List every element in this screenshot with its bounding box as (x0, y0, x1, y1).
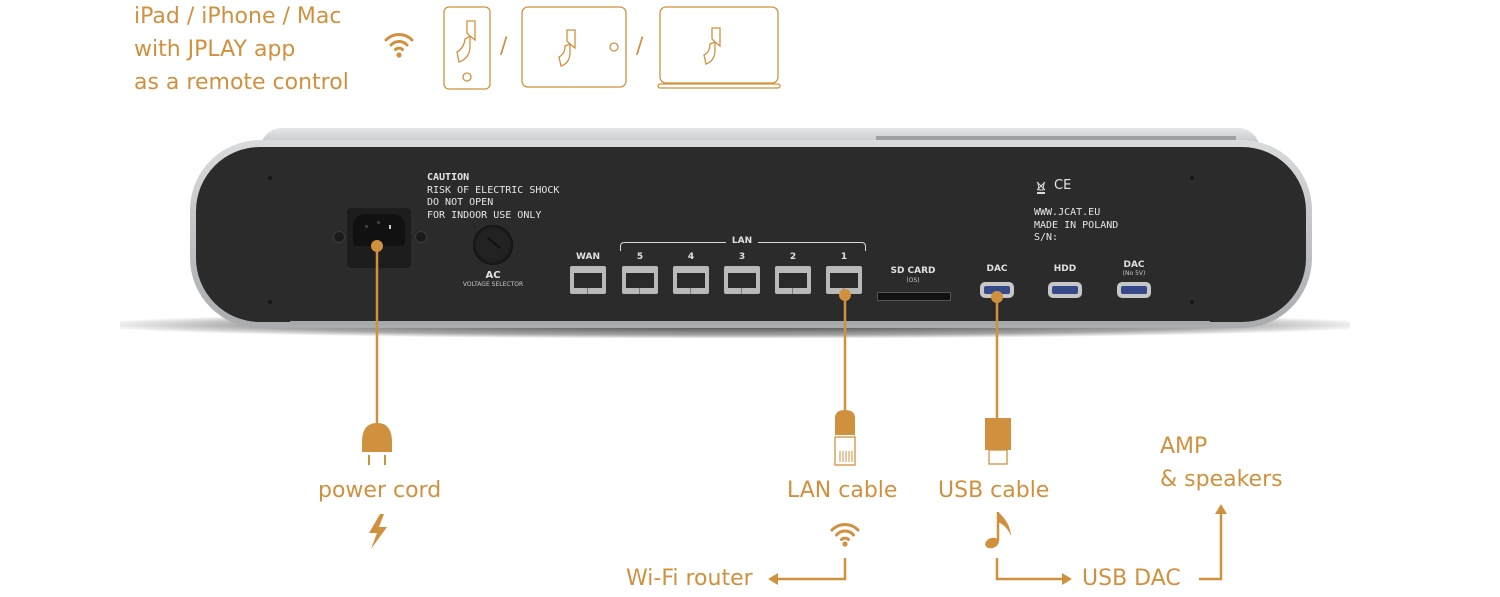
lan-cable-label: LAN cable (787, 478, 898, 503)
arrow-to-usb-dac (995, 558, 1072, 585)
screw-hole (1190, 176, 1194, 180)
lan-group-label: LAN (726, 236, 758, 246)
usb-sub-no5v: (No 5V) (1122, 270, 1146, 277)
laptop-icon (657, 6, 781, 89)
caution-line: FOR INDOOR USE ONLY (427, 209, 542, 221)
remote-line-1: iPad / iPhone / Mac (134, 4, 342, 29)
serial-number-label: S/N: (1034, 232, 1059, 243)
usb-port-dac-no5v[interactable] (1117, 282, 1151, 298)
screw (333, 231, 345, 243)
usb-dac-label: USB DAC (1082, 566, 1181, 591)
caution-text: CAUTION RISK OF ELECTRIC SHOCK DO NOT OP… (427, 172, 559, 222)
wifi-router-label: Wi-Fi router (626, 566, 753, 591)
power-inlet[interactable] (347, 208, 411, 268)
website-text: WWW.JCAT.EU (1034, 207, 1101, 218)
amp-speakers-label: AMP & speakers (1160, 430, 1283, 496)
lan-plug-icon (834, 410, 856, 466)
remote-line-3: as a remote control (134, 70, 349, 95)
caution-line: DO NOT OPEN (427, 197, 494, 208)
voltage-selector-label: VOLTAGE SELECTOR (462, 281, 524, 288)
screw (415, 231, 427, 243)
power-cord-label: power cord (318, 478, 442, 503)
arrow-to-amp (1199, 504, 1227, 581)
lan-port-2[interactable] (775, 266, 811, 294)
arrow-to-router (768, 558, 847, 585)
port-label-lan2: 2 (789, 252, 797, 262)
wifi-icon (384, 33, 414, 58)
remote-line-2: with JPLAY app (134, 37, 296, 62)
weee-icon (1035, 180, 1047, 194)
music-note-icon (985, 512, 1011, 549)
wan-port[interactable] (570, 266, 606, 294)
lightning-icon (369, 514, 387, 549)
device-separator: / (500, 34, 508, 59)
usb-label-dac: DAC (986, 264, 1008, 274)
device-separator: / (636, 34, 644, 59)
usb-port-dac[interactable] (980, 282, 1014, 298)
lan-port-3[interactable] (724, 266, 760, 294)
amp-line-1: AMP (1160, 434, 1208, 459)
caution-line: RISK OF ELECTRIC SHOCK (427, 184, 560, 196)
caution-title: CAUTION (427, 172, 470, 183)
sd-card-slot[interactable] (877, 292, 951, 301)
port-label-wan: WAN (575, 252, 601, 262)
device-info: WWW.JCAT.EU MADE IN POLAND S/N: (1034, 207, 1118, 245)
power-plug-icon (362, 423, 392, 465)
amp-line-2: & speakers (1160, 467, 1283, 492)
ce-mark: CE (1054, 178, 1072, 193)
screw-hole (1190, 300, 1194, 304)
wifi-icon (830, 523, 860, 547)
remote-description: iPad / iPhone / Mac with JPLAY app as a … (134, 0, 349, 99)
usb-label-hdd: HDD (1053, 264, 1077, 274)
sd-card-sub: (OS) (906, 277, 920, 284)
port-label-lan4: 4 (687, 252, 695, 262)
lan-port-5[interactable] (622, 266, 658, 294)
voltage-selector-knob[interactable] (473, 225, 513, 265)
sd-card-label: SD CARD (890, 266, 936, 276)
screw-hole (268, 300, 272, 304)
usb-port-hdd[interactable] (1048, 282, 1082, 298)
screw-hole (268, 176, 272, 180)
usb-plug-icon (985, 418, 1011, 465)
usb-cable-label: USB cable (938, 478, 1050, 503)
usb-label-dac-no5v: DAC (1123, 260, 1145, 270)
port-label-lan1: 1 (840, 252, 848, 262)
phone-icon (443, 6, 491, 90)
tablet-icon (521, 6, 627, 88)
port-label-lan3: 3 (738, 252, 746, 262)
ac-label: AC (485, 270, 501, 281)
origin-text: MADE IN POLAND (1034, 219, 1119, 231)
port-label-lan5: 5 (636, 252, 644, 262)
lan-port-4[interactable] (673, 266, 709, 294)
